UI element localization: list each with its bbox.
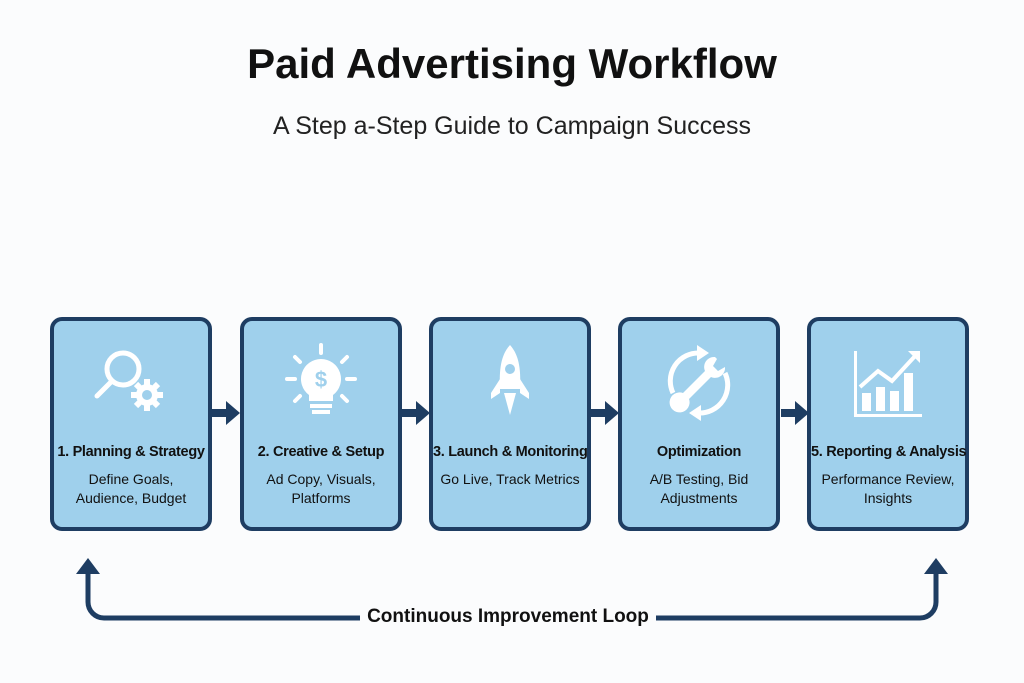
- arrow-right-icon: [402, 401, 430, 425]
- arrow-right-icon: [212, 401, 240, 425]
- step-reporting: 5. Reporting & Analysis Performance Revi…: [807, 317, 969, 531]
- arrow-right-icon: [781, 401, 809, 425]
- step-description: Define Goals, Audience, Budget: [75, 471, 187, 506]
- page-subtitle: A Step a-Step Guide to Campaign Success: [272, 112, 752, 140]
- step-description: A/B Testing, Bid Adjustments: [649, 471, 749, 506]
- svg-text:$: $: [315, 367, 327, 392]
- step-title: 5. Reporting & Analysis: [811, 444, 967, 460]
- page-title: Paid Advertising Workflow: [247, 40, 777, 87]
- step-description: Go Live, Track Metrics: [440, 471, 580, 487]
- loop-arrow: [85, 572, 939, 621]
- arrow-up-icon: [76, 558, 100, 574]
- step-launch: 3. Launch & Monitoring Go Live, Track Me…: [429, 317, 591, 531]
- step-description: Ad Copy, Visuals, Platforms: [266, 471, 376, 506]
- step-optimization: Optimization A/B Testing, Bid Adjustment…: [618, 317, 780, 531]
- bar-chart-trend-icon: [854, 351, 922, 417]
- step-title: 3. Launch & Monitoring: [433, 444, 588, 460]
- step-title: 1. Planning & Strategy: [57, 444, 205, 460]
- step-planning: 1. Planning & Strategy Define Goals, Aud…: [50, 317, 212, 531]
- arrow-up-icon: [924, 558, 948, 574]
- magnifier-gear-icon: [94, 350, 163, 411]
- step-title: 2. Creative & Setup: [257, 444, 385, 460]
- step-description: Performance Review, Insights: [821, 471, 955, 506]
- lightbulb-dollar-icon: $: [285, 343, 357, 414]
- rocket-icon: [491, 345, 529, 415]
- arrow-right-icon: [591, 401, 619, 425]
- wrench-refresh-icon: [667, 345, 731, 421]
- step-title: Optimization: [656, 444, 742, 460]
- loop-label: Continuous Improvement Loop: [367, 606, 649, 627]
- step-creative: $ 2. Creative & Setup Ad Copy, Visuals, …: [240, 317, 402, 531]
